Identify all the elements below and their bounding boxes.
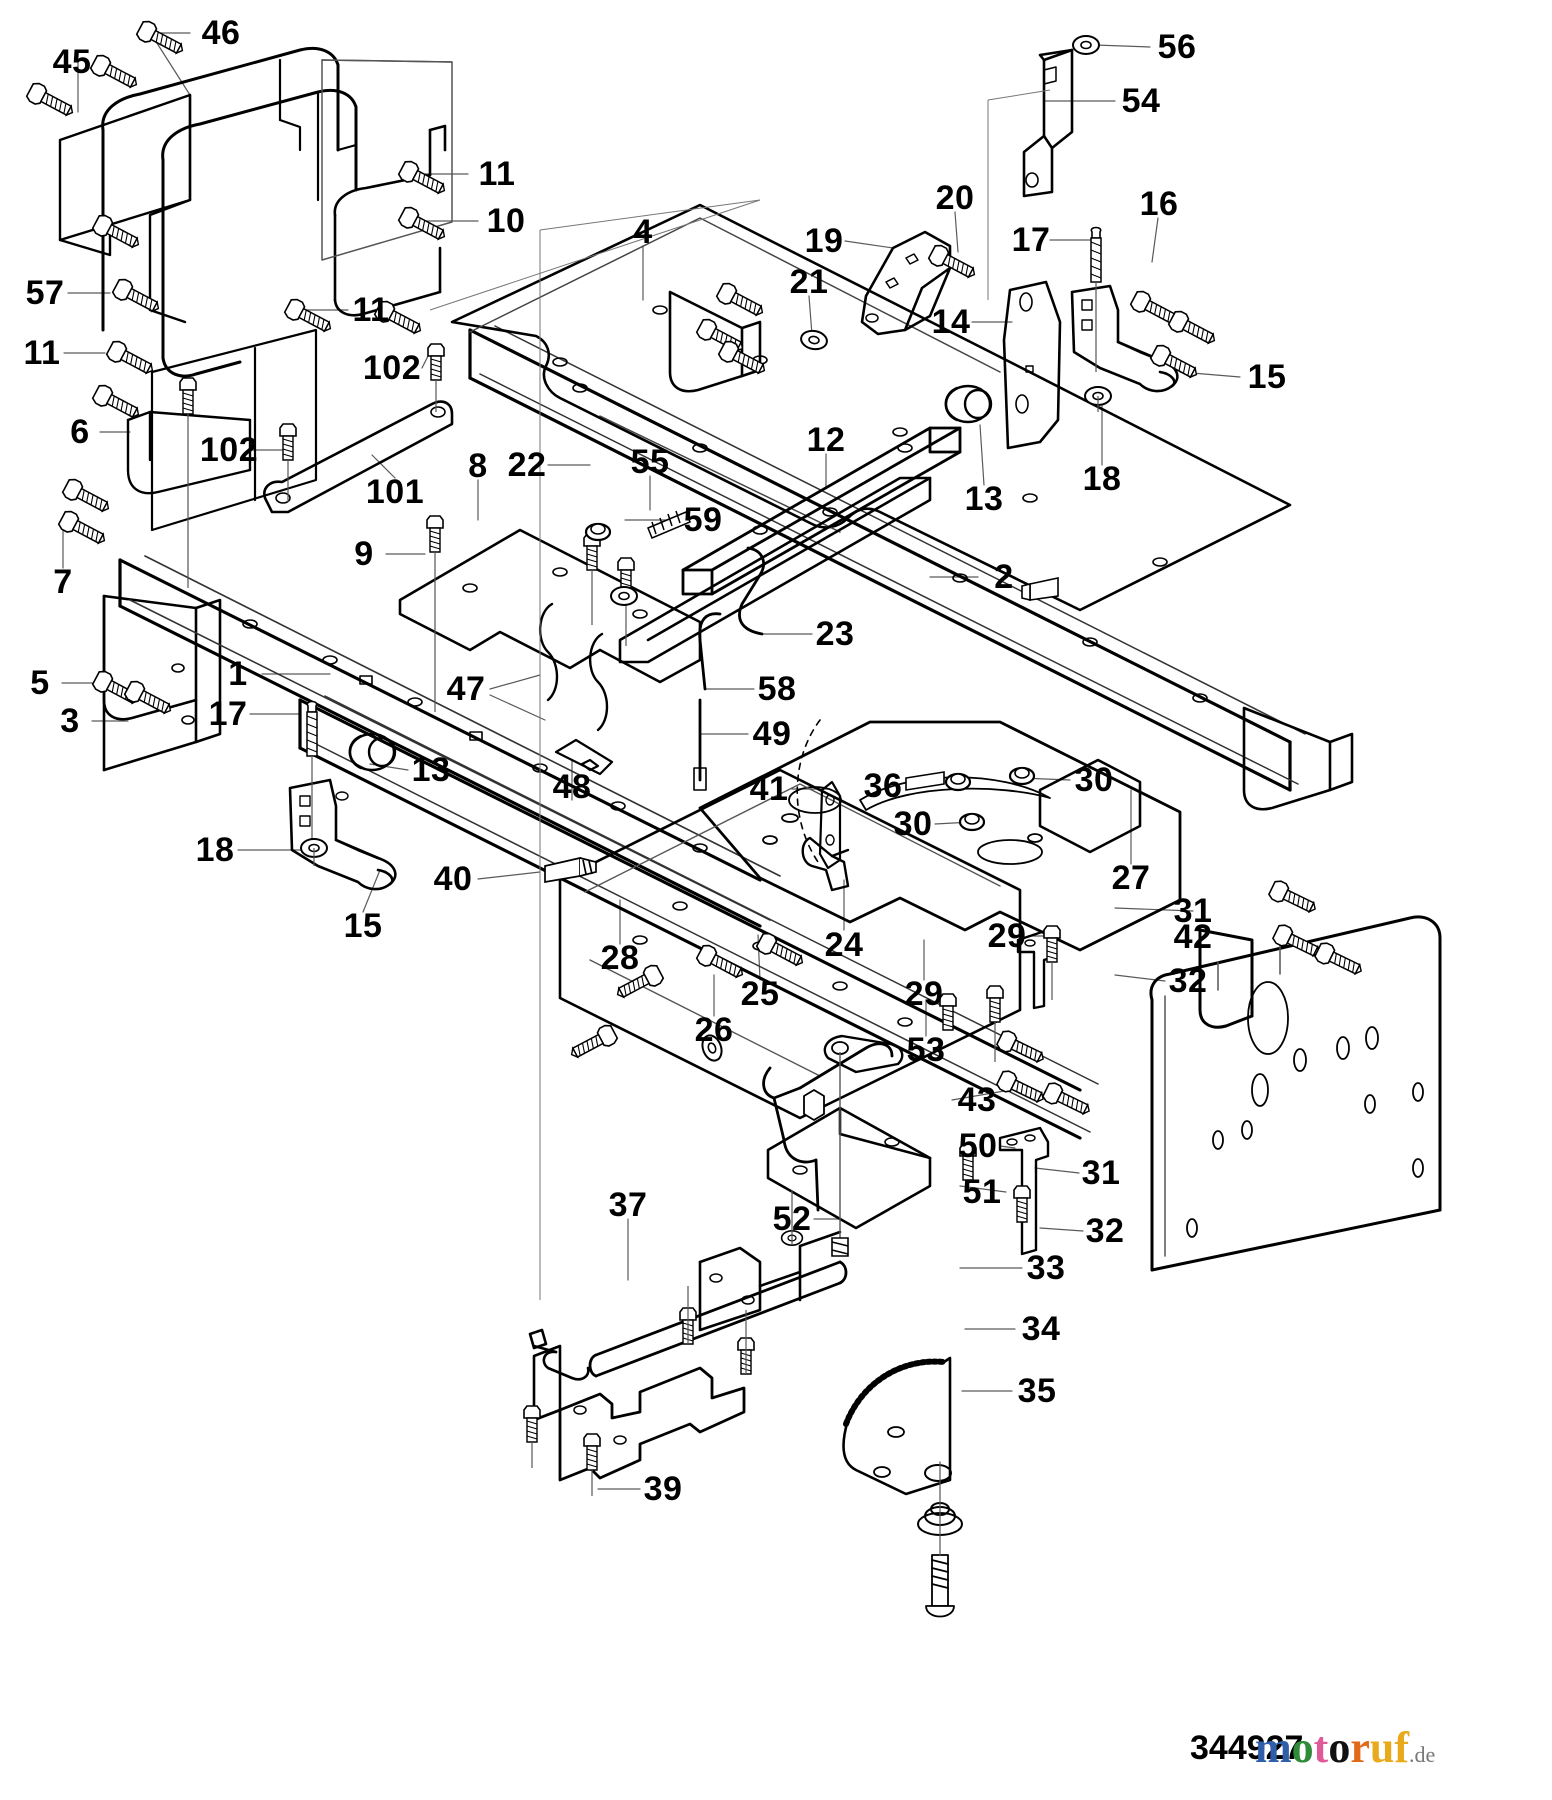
watermark-letter-5: u: [1369, 1723, 1395, 1772]
callout-20-5: 20: [935, 179, 975, 217]
callout-41-42: 41: [749, 770, 789, 808]
callout-30-40: 30: [1074, 761, 1114, 799]
callout-10-7: 10: [486, 202, 526, 240]
callout-9-28: 9: [354, 535, 374, 573]
watermark-letter-1: o: [1291, 1723, 1314, 1772]
callout-26-57: 26: [694, 1011, 734, 1049]
callout-35-68: 35: [1017, 1372, 1057, 1410]
callout-32-65: 32: [1085, 1212, 1125, 1250]
watermark-letter-2: t: [1313, 1723, 1329, 1772]
callout-101-24: 101: [365, 473, 425, 511]
watermark-letter-4: r: [1350, 1723, 1370, 1772]
callout-13-26: 13: [964, 480, 1004, 518]
callout-15-17: 15: [1247, 358, 1287, 396]
callout-21-11: 21: [789, 263, 829, 301]
callout-56-1: 56: [1157, 28, 1197, 66]
callout-3-36: 3: [60, 702, 80, 740]
callout-27-47: 27: [1111, 859, 1151, 897]
callout-59-27: 59: [683, 501, 723, 539]
callout-36-41: 36: [863, 767, 903, 805]
callout-54-3: 54: [1121, 82, 1161, 120]
callout-37-63: 37: [608, 1186, 648, 1224]
callout-23-31: 23: [815, 615, 855, 653]
callout-13-39: 13: [411, 751, 451, 789]
callout-11-15: 11: [23, 334, 61, 372]
callout-19-8: 19: [804, 222, 844, 260]
diagram-part-number: 344927: [1190, 1729, 1304, 1767]
callout-46-0: 46: [201, 14, 241, 52]
callout-8-21: 8: [468, 447, 488, 485]
callout-5-32: 5: [30, 664, 50, 702]
callout-102-16: 102: [362, 349, 422, 387]
watermark-letter-6: f: [1394, 1723, 1409, 1772]
callout-31-49: 31: [1173, 892, 1213, 930]
callout-31-61: 31: [1081, 1154, 1121, 1192]
callout-55-23: 55: [630, 443, 670, 481]
callout-4-9: 4: [633, 213, 653, 251]
callout-12-19: 12: [806, 421, 846, 459]
callout-48-44: 48: [552, 768, 592, 806]
callout-29-56: 29: [904, 975, 944, 1013]
callout-32-54: 32: [1168, 962, 1208, 1000]
callout-45-2: 45: [52, 43, 92, 81]
callout-18-45: 18: [195, 831, 235, 869]
callout-28-52: 28: [600, 939, 640, 977]
watermark-letter-0: m: [1255, 1723, 1292, 1772]
callout-25-55: 25: [740, 975, 780, 1013]
callout-11-4: 11: [478, 155, 516, 193]
callout-17-37: 17: [208, 695, 248, 733]
callout-39-69: 39: [643, 1470, 683, 1508]
callout-14-14: 14: [931, 303, 971, 341]
callout-40-46: 40: [433, 860, 473, 898]
watermark-letter-3: o: [1328, 1723, 1351, 1772]
callout-16-6: 16: [1139, 185, 1179, 223]
callout-42-50: 42: [1173, 918, 1213, 956]
callout-102-20: 102: [199, 431, 259, 469]
callout-49-38: 49: [752, 715, 792, 753]
callout-2-30: 2: [994, 558, 1014, 596]
watermark-tld: .de: [1408, 1742, 1436, 1767]
callout-50-60: 50: [958, 1127, 998, 1165]
callout-6-18: 6: [70, 413, 90, 451]
motoruf-watermark: motoruf.de: [1255, 1726, 1435, 1770]
callout-22-22: 22: [507, 446, 547, 484]
callout-17-10: 17: [1011, 221, 1051, 259]
callout-52-64: 52: [772, 1200, 812, 1238]
callout-18-25: 18: [1082, 460, 1122, 498]
callout-57-12: 57: [25, 274, 65, 312]
callout-24-48: 24: [824, 926, 864, 964]
callout-7-29: 7: [53, 563, 73, 601]
callout-11-13: 11: [352, 291, 390, 329]
callout-47-34: 47: [446, 670, 486, 708]
callout-58-35: 58: [757, 670, 797, 708]
callout-30-43: 30: [893, 805, 933, 843]
callout-33-66: 33: [1026, 1249, 1066, 1287]
callout-34-67: 34: [1021, 1310, 1061, 1348]
callout-43-59: 43: [957, 1081, 997, 1119]
callout-1-33: 1: [228, 655, 248, 693]
callout-51-62: 51: [962, 1173, 1002, 1211]
callout-29-53: 29: [987, 917, 1027, 955]
callout-15-51: 15: [343, 907, 383, 945]
callout-53-58: 53: [906, 1031, 946, 1069]
